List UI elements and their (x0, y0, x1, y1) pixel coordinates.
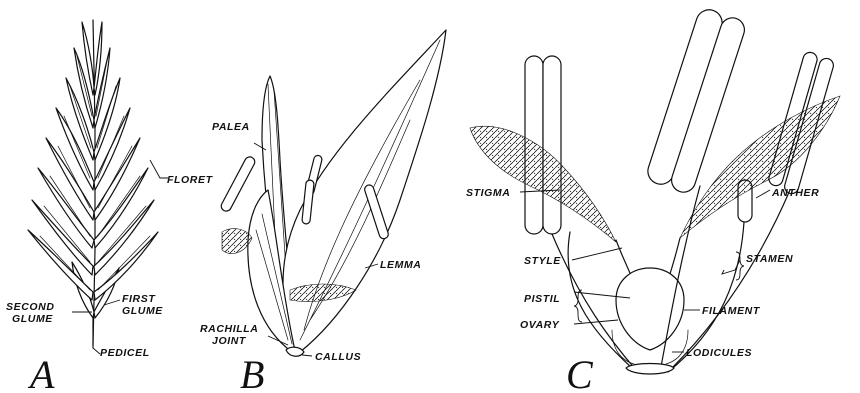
label-rachilla-line2: JOINT (212, 335, 247, 347)
panel-letter-b: B (240, 352, 264, 393)
label-pedicel: PEDICEL (100, 347, 150, 359)
label-ovary: OVARY (520, 319, 560, 331)
panel-letter-c: C (566, 352, 594, 393)
label-lemma: LEMMA (380, 259, 422, 271)
label-pistil: PISTIL (524, 293, 560, 305)
label-style: STYLE (524, 255, 561, 267)
label-stigma: STIGMA (466, 187, 510, 199)
floret-drawing (220, 30, 446, 356)
label-first-glume-line2: GLUME (122, 305, 163, 317)
label-anther: ANTHER (771, 187, 819, 199)
florets-right (94, 22, 158, 300)
label-palea: PALEA (212, 121, 250, 133)
label-second-glume-line1: SECOND (6, 301, 55, 313)
label-rachilla-line1: RACHILLA (200, 323, 258, 335)
panel-letter-a: A (27, 352, 55, 393)
label-floret: FLORET (167, 174, 214, 186)
label-filament: FILAMENT (702, 305, 761, 317)
label-lodicules: LODICULES (686, 347, 752, 359)
label-first-glume-line1: FIRST (122, 293, 156, 305)
label-callus: CALLUS (315, 351, 361, 363)
label-second-glume-line2: GLUME (12, 313, 53, 325)
label-stamen: STAMEN (746, 253, 793, 265)
